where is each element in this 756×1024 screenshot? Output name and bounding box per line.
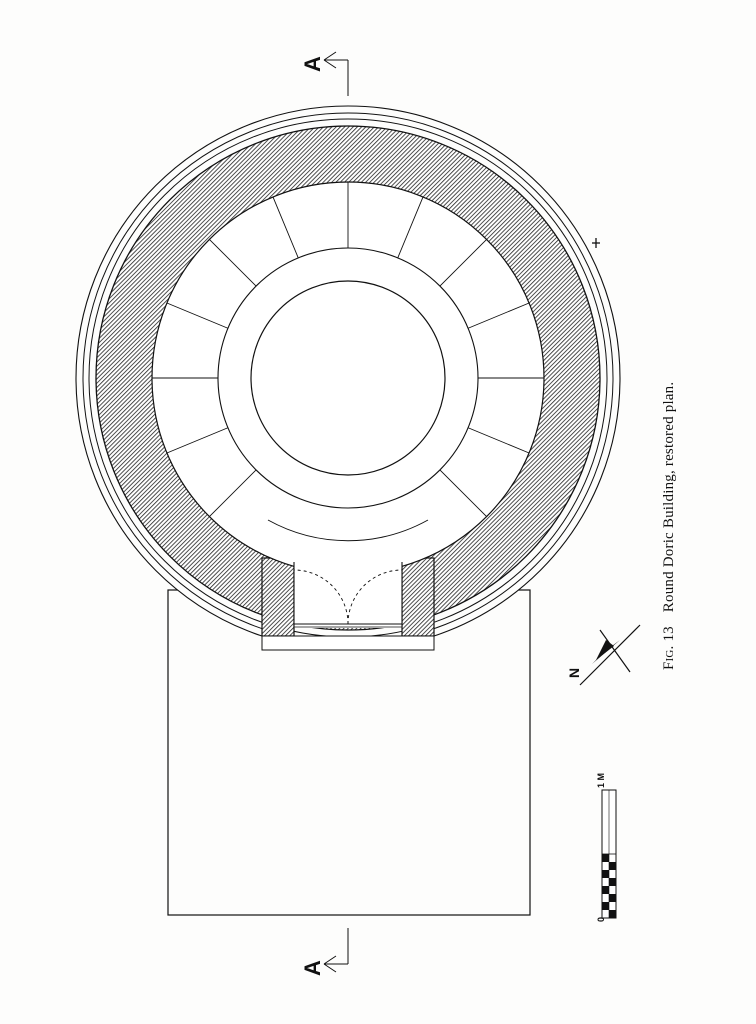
- bench-division-line: [439, 239, 487, 287]
- bench-division-line: [209, 469, 257, 517]
- figure-caption-text: Round Doric Building, restored plan.: [661, 381, 677, 613]
- section-letter-top: A: [300, 56, 325, 72]
- section-mark-top: [323, 51, 349, 96]
- section-letter-bottom: A: [300, 960, 325, 976]
- bench-divisions: [152, 182, 544, 517]
- section-mark-bottom: [323, 928, 349, 973]
- north-arrow: [579, 624, 641, 686]
- door-swing-right: [347, 569, 403, 625]
- reference-mark: [592, 238, 600, 248]
- door-jamb-left: [261, 557, 295, 637]
- bench-division-line: [209, 239, 257, 287]
- bench-division-line: [272, 196, 299, 259]
- doorway-opening: [294, 548, 402, 628]
- door-jamb-right: [401, 557, 435, 637]
- bench-division-line: [467, 427, 530, 454]
- bench-front-arc: [267, 519, 429, 542]
- bench-division-line: [166, 427, 229, 454]
- figure-caption: Fig. 13 Round Doric Building, restored p…: [661, 382, 678, 670]
- bench-division-line: [166, 302, 229, 329]
- door-swing-left: [293, 569, 349, 625]
- threshold: [261, 635, 435, 651]
- figure-number: Fig. 13: [661, 626, 677, 670]
- bench-division-line: [467, 302, 530, 329]
- north-label: N: [566, 667, 582, 678]
- scale-end-label: 1 M: [596, 772, 606, 788]
- scale-start-label: 0: [596, 916, 606, 922]
- bench-division-line: [439, 469, 487, 517]
- scale-bar: [601, 789, 617, 919]
- bench-division-line: [397, 196, 424, 259]
- central-pit: [250, 280, 446, 476]
